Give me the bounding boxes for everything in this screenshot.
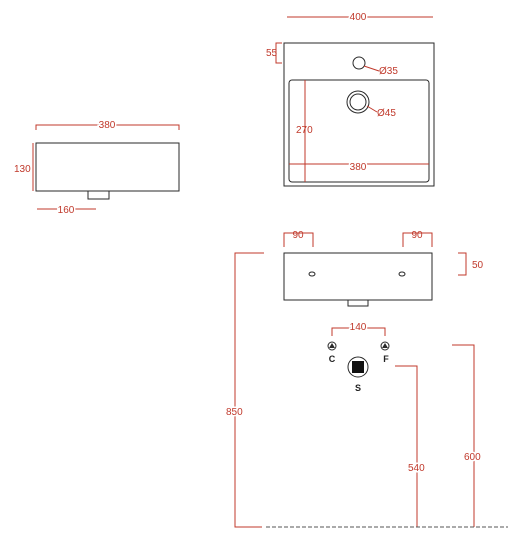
leader-drain bbox=[366, 105, 378, 113]
label-cold: C bbox=[329, 354, 336, 364]
dim-hole-offset: 55 bbox=[266, 48, 278, 59]
side-view: 380 130 160 bbox=[14, 119, 180, 218]
top-view: 400 55 Ø35 Ø45 270 380 bbox=[266, 11, 435, 187]
front-view: 90 90 50 140 C F S 850 540 600 bbox=[225, 230, 508, 528]
dim-side-width: 380 bbox=[99, 120, 116, 131]
sink-outline-top bbox=[283, 42, 435, 187]
dim-line-spacing bbox=[331, 327, 386, 336]
dim-basin-depth: 270 bbox=[296, 125, 313, 136]
dim-line-supply-height bbox=[395, 365, 418, 527]
dim-drain: Ø45 bbox=[377, 108, 396, 119]
dim-side-height: 130 bbox=[14, 164, 31, 175]
dim-drain-height: 600 bbox=[464, 452, 481, 463]
dim-line-drain-height bbox=[452, 344, 475, 527]
dim-floor-height: 850 bbox=[226, 407, 243, 418]
label-drain: S bbox=[355, 383, 361, 393]
dim-line-side-width bbox=[35, 124, 180, 130]
label-hot: F bbox=[383, 354, 389, 364]
sink-outline-side bbox=[35, 142, 180, 192]
basin-outline bbox=[288, 79, 430, 183]
side-drain-stub bbox=[87, 190, 110, 200]
sink-outline-front bbox=[283, 252, 433, 301]
dim-tap-hole: Ø35 bbox=[379, 66, 398, 77]
dim-spacing: 140 bbox=[350, 322, 367, 333]
dim-line-left-offset bbox=[283, 232, 314, 247]
front-drain-stub bbox=[347, 299, 369, 307]
dim-line-floor-height bbox=[234, 252, 264, 528]
dim-supply-height: 540 bbox=[408, 463, 425, 474]
drain-outlet-square bbox=[352, 361, 364, 373]
leader-tap-hole bbox=[363, 65, 380, 72]
tap-hole bbox=[352, 56, 366, 70]
dim-thickness: 50 bbox=[472, 260, 484, 271]
front-tap-hole-right bbox=[398, 271, 406, 277]
cold-supply-icon bbox=[327, 341, 337, 351]
hot-supply-arrow bbox=[382, 343, 388, 348]
dim-top-width: 400 bbox=[350, 12, 367, 23]
drain-hole-outer bbox=[346, 90, 370, 114]
cold-supply-arrow bbox=[329, 343, 335, 348]
dim-left-offset: 90 bbox=[292, 230, 304, 241]
dim-basin-width: 380 bbox=[350, 162, 367, 173]
dim-right-offset: 90 bbox=[411, 230, 423, 241]
dim-drain-offset: 160 bbox=[58, 205, 75, 216]
dim-line-thickness bbox=[458, 252, 467, 276]
drain-outlet-icon bbox=[347, 356, 369, 378]
front-tap-hole-left bbox=[308, 271, 316, 277]
hot-supply-icon bbox=[380, 341, 390, 351]
dim-line-right-offset bbox=[402, 232, 433, 247]
drain-hole-inner bbox=[349, 93, 367, 111]
dim-line-hole-offset bbox=[275, 42, 282, 64]
